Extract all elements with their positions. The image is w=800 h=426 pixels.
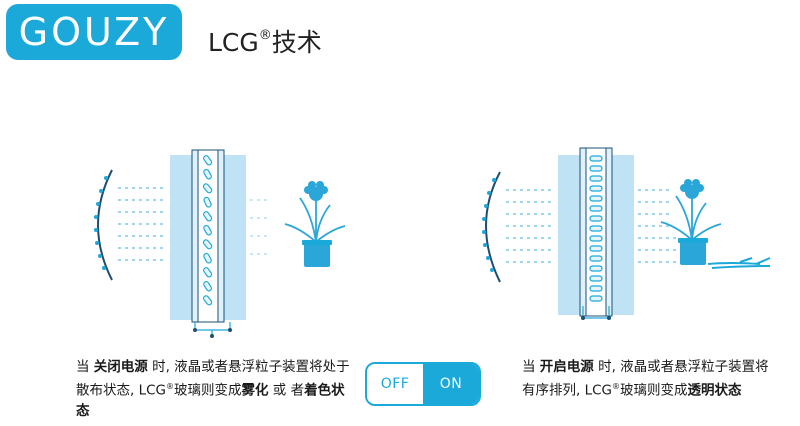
caption-power-on: 当 开启电源 时, 液晶或者悬浮粒子装置将有序排列, LCG®玻璃则变成透明状态 xyxy=(522,357,782,401)
lc-layer-off xyxy=(197,149,219,323)
caption-on-bold-transparent: 透明状态 xyxy=(687,382,742,399)
caption-on-reg: ® xyxy=(612,382,620,391)
logo-text: GOUZY xyxy=(18,10,170,54)
glass-inner-right-on xyxy=(605,147,613,317)
scattered-crystals xyxy=(202,155,213,306)
glass-inner-left-off xyxy=(191,149,199,323)
glass-outer-right-off xyxy=(222,155,246,320)
plant-shadow-on xyxy=(707,257,771,269)
on-state-illustration xyxy=(482,147,771,320)
glass-inner-left-on xyxy=(579,147,587,317)
power-toggle[interactable]: OFF ON xyxy=(365,362,481,406)
title-registered-mark: ® xyxy=(258,28,272,43)
caption-on-bold-power-on: 开启电源 xyxy=(539,359,594,375)
flower-pot-off xyxy=(304,242,330,267)
plant-off xyxy=(284,196,346,243)
toggle-off-button[interactable]: OFF xyxy=(367,364,423,404)
caption-on-mid2: 玻璃则变成 xyxy=(620,382,688,399)
caption-off-mid3: 或 者 xyxy=(268,382,305,399)
light-source-arc-off xyxy=(97,169,113,281)
transmitted-light-on xyxy=(638,189,680,263)
caption-off-prefix: 当 xyxy=(76,359,94,375)
plant-on xyxy=(660,194,722,241)
incoming-light-on xyxy=(506,189,553,263)
incoming-light-off xyxy=(118,187,165,261)
gauzy-logo: GOUZY xyxy=(6,4,182,60)
caption-off-mid2: 玻璃则变成 xyxy=(174,382,242,399)
caption-on-prefix: 当 xyxy=(522,359,540,375)
off-state-illustration xyxy=(94,149,346,338)
page-title: LCG®技术 xyxy=(208,28,322,57)
light-source-dots-off xyxy=(94,176,108,270)
light-source-arc-on xyxy=(485,171,501,283)
caption-on-mid1: 时, 液晶或者悬浮粒子装置将有序排列, LCG xyxy=(522,359,769,399)
caption-off-bold-power-off: 关闭电源 xyxy=(93,359,148,375)
caption-off-bold-frosted: 雾化 xyxy=(241,382,269,399)
light-source-dots-on xyxy=(482,178,496,272)
wiring-off xyxy=(194,322,231,336)
aligned-crystals xyxy=(589,155,603,302)
scattered-light-off xyxy=(250,199,268,255)
glass-outer-right-on xyxy=(610,155,634,315)
caption-off-reg: ® xyxy=(166,382,174,391)
flower-off xyxy=(304,181,328,201)
glass-outer-left-on xyxy=(558,155,582,315)
flower-pot-on xyxy=(680,240,706,265)
glass-inner-right-off xyxy=(217,149,225,323)
glass-outer-left-off xyxy=(170,155,194,320)
caption-power-off: 当 关闭电源 时, 液晶或者悬浮粒子装置将处于散布状态, LCG®玻璃则变成雾化… xyxy=(76,357,351,421)
caption-off-mid1: 时, 液晶或者悬浮粒子装置将处于散布状态, LCG xyxy=(76,359,350,399)
flower-on xyxy=(680,179,704,199)
title-suffix: 技术 xyxy=(271,28,322,57)
caption-off-bold-tinted: 着色状态 xyxy=(76,382,345,419)
toggle-on-button[interactable]: ON xyxy=(423,364,479,404)
title-main: LCG xyxy=(208,28,259,57)
